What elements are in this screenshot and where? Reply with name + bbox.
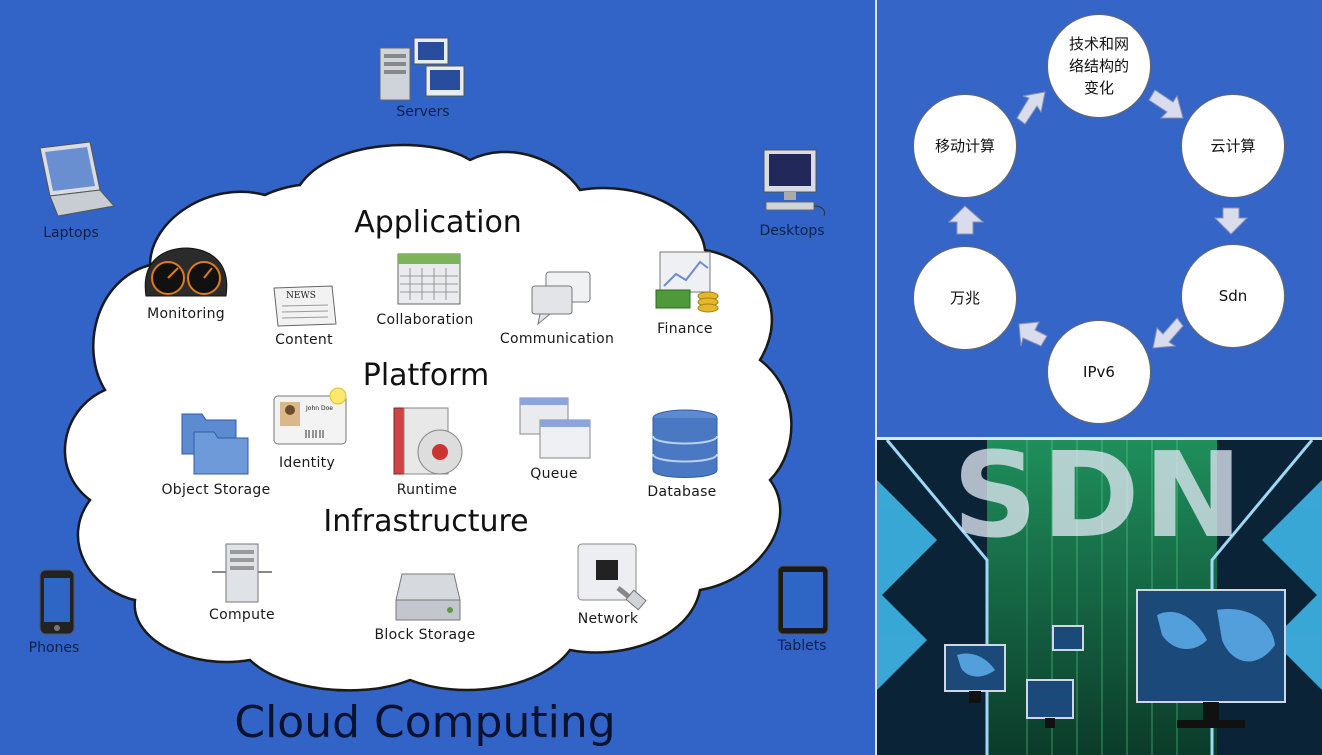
section-platform: Platform <box>362 358 490 393</box>
identity-label: Identity <box>278 455 336 471</box>
arrow-ipv6-to-gigabit <box>1018 321 1048 347</box>
queue-label: Queue <box>530 466 578 482</box>
desktops-label: Desktops <box>759 223 825 239</box>
cycle-diagram-panel: 技术和网 络结构的 变化 云计算 Sdn IPv6 万兆 移动计算 <box>877 0 1322 437</box>
laptops-label: Laptops <box>43 225 99 241</box>
arrow-mobile-to-tech <box>1016 91 1046 125</box>
phone-icon <box>39 569 75 635</box>
arrow-cloud-to-sdn <box>1213 207 1249 235</box>
cloud-computing-panel: Application Platform Infrastructure Serv… <box>28 37 829 748</box>
diagram-title: Cloud Computing <box>234 697 616 748</box>
object-storage-label: Object Storage <box>161 482 271 498</box>
arrow-tech-to-cloud <box>1148 89 1184 119</box>
finance-label: Finance <box>657 321 713 337</box>
database-label: Database <box>647 484 717 500</box>
section-infrastructure: Infrastructure <box>323 504 529 539</box>
network-label: Network <box>577 611 639 627</box>
queue-icon <box>519 397 591 459</box>
monitoring-label: Monitoring <box>147 306 225 322</box>
runtime-icon <box>393 407 463 475</box>
news-icon-text: NEWS <box>286 291 316 301</box>
cycle-arrows <box>947 89 1249 349</box>
news-icon: NEWS <box>273 285 337 327</box>
node-sdn: Sdn <box>1181 244 1285 348</box>
servers-icon <box>379 37 465 101</box>
sdn-banner: SDN <box>877 440 1322 755</box>
identity-icon: John Doe <box>273 387 347 445</box>
horizontal-divider <box>877 437 1322 440</box>
communication-icon <box>531 271 591 326</box>
node-mobile-computing-text: 移动计算 <box>934 137 995 155</box>
sdn-banner-text: SDN <box>952 440 1247 564</box>
vertical-divider <box>875 0 877 755</box>
node-tech-change-text: 技术和网 络结构的 变化 <box>1068 35 1129 97</box>
id-card-name: John Doe <box>305 405 333 412</box>
arrow-gigabit-to-mobile <box>947 205 985 235</box>
node-tech-change: 技术和网 络结构的 变化 <box>1047 14 1151 118</box>
object-storage-icon <box>181 413 249 475</box>
finance-icon <box>655 251 719 313</box>
node-mobile-computing: 移动计算 <box>913 94 1017 198</box>
servers-label: Servers <box>396 104 450 120</box>
node-ipv6: IPv6 <box>1047 320 1151 424</box>
node-cloud-computing: 云计算 <box>1181 94 1285 198</box>
collaboration-icon <box>397 253 461 305</box>
content-label: Content <box>275 332 333 348</box>
laptop-icon <box>39 141 115 217</box>
desktop-icon <box>763 149 825 217</box>
tablet-icon <box>777 565 829 635</box>
phones-label: Phones <box>28 640 80 656</box>
runtime-label: Runtime <box>396 482 458 498</box>
network-icon <box>577 543 647 611</box>
tablets-label: Tablets <box>777 638 827 654</box>
communication-label: Communication <box>499 331 615 347</box>
node-ipv6-text: IPv6 <box>1083 363 1115 381</box>
monitoring-icon <box>144 247 228 297</box>
sdn-background-art <box>877 440 1322 755</box>
database-icon <box>652 409 718 478</box>
section-application: Application <box>354 205 522 240</box>
node-gigabit-text: 万兆 <box>949 289 980 307</box>
arrow-sdn-to-ipv6 <box>1152 317 1184 349</box>
node-sdn-text: Sdn <box>1218 287 1248 305</box>
block-storage-label: Block Storage <box>374 627 476 643</box>
compute-label: Compute <box>209 607 275 623</box>
node-cloud-computing-text: 云计算 <box>1210 137 1256 155</box>
block-storage-icon <box>395 573 461 621</box>
collaboration-label: Collaboration <box>376 312 474 328</box>
compute-icon <box>212 543 272 603</box>
monitor-icons <box>944 589 1286 719</box>
node-gigabit: 万兆 <box>913 246 1017 350</box>
